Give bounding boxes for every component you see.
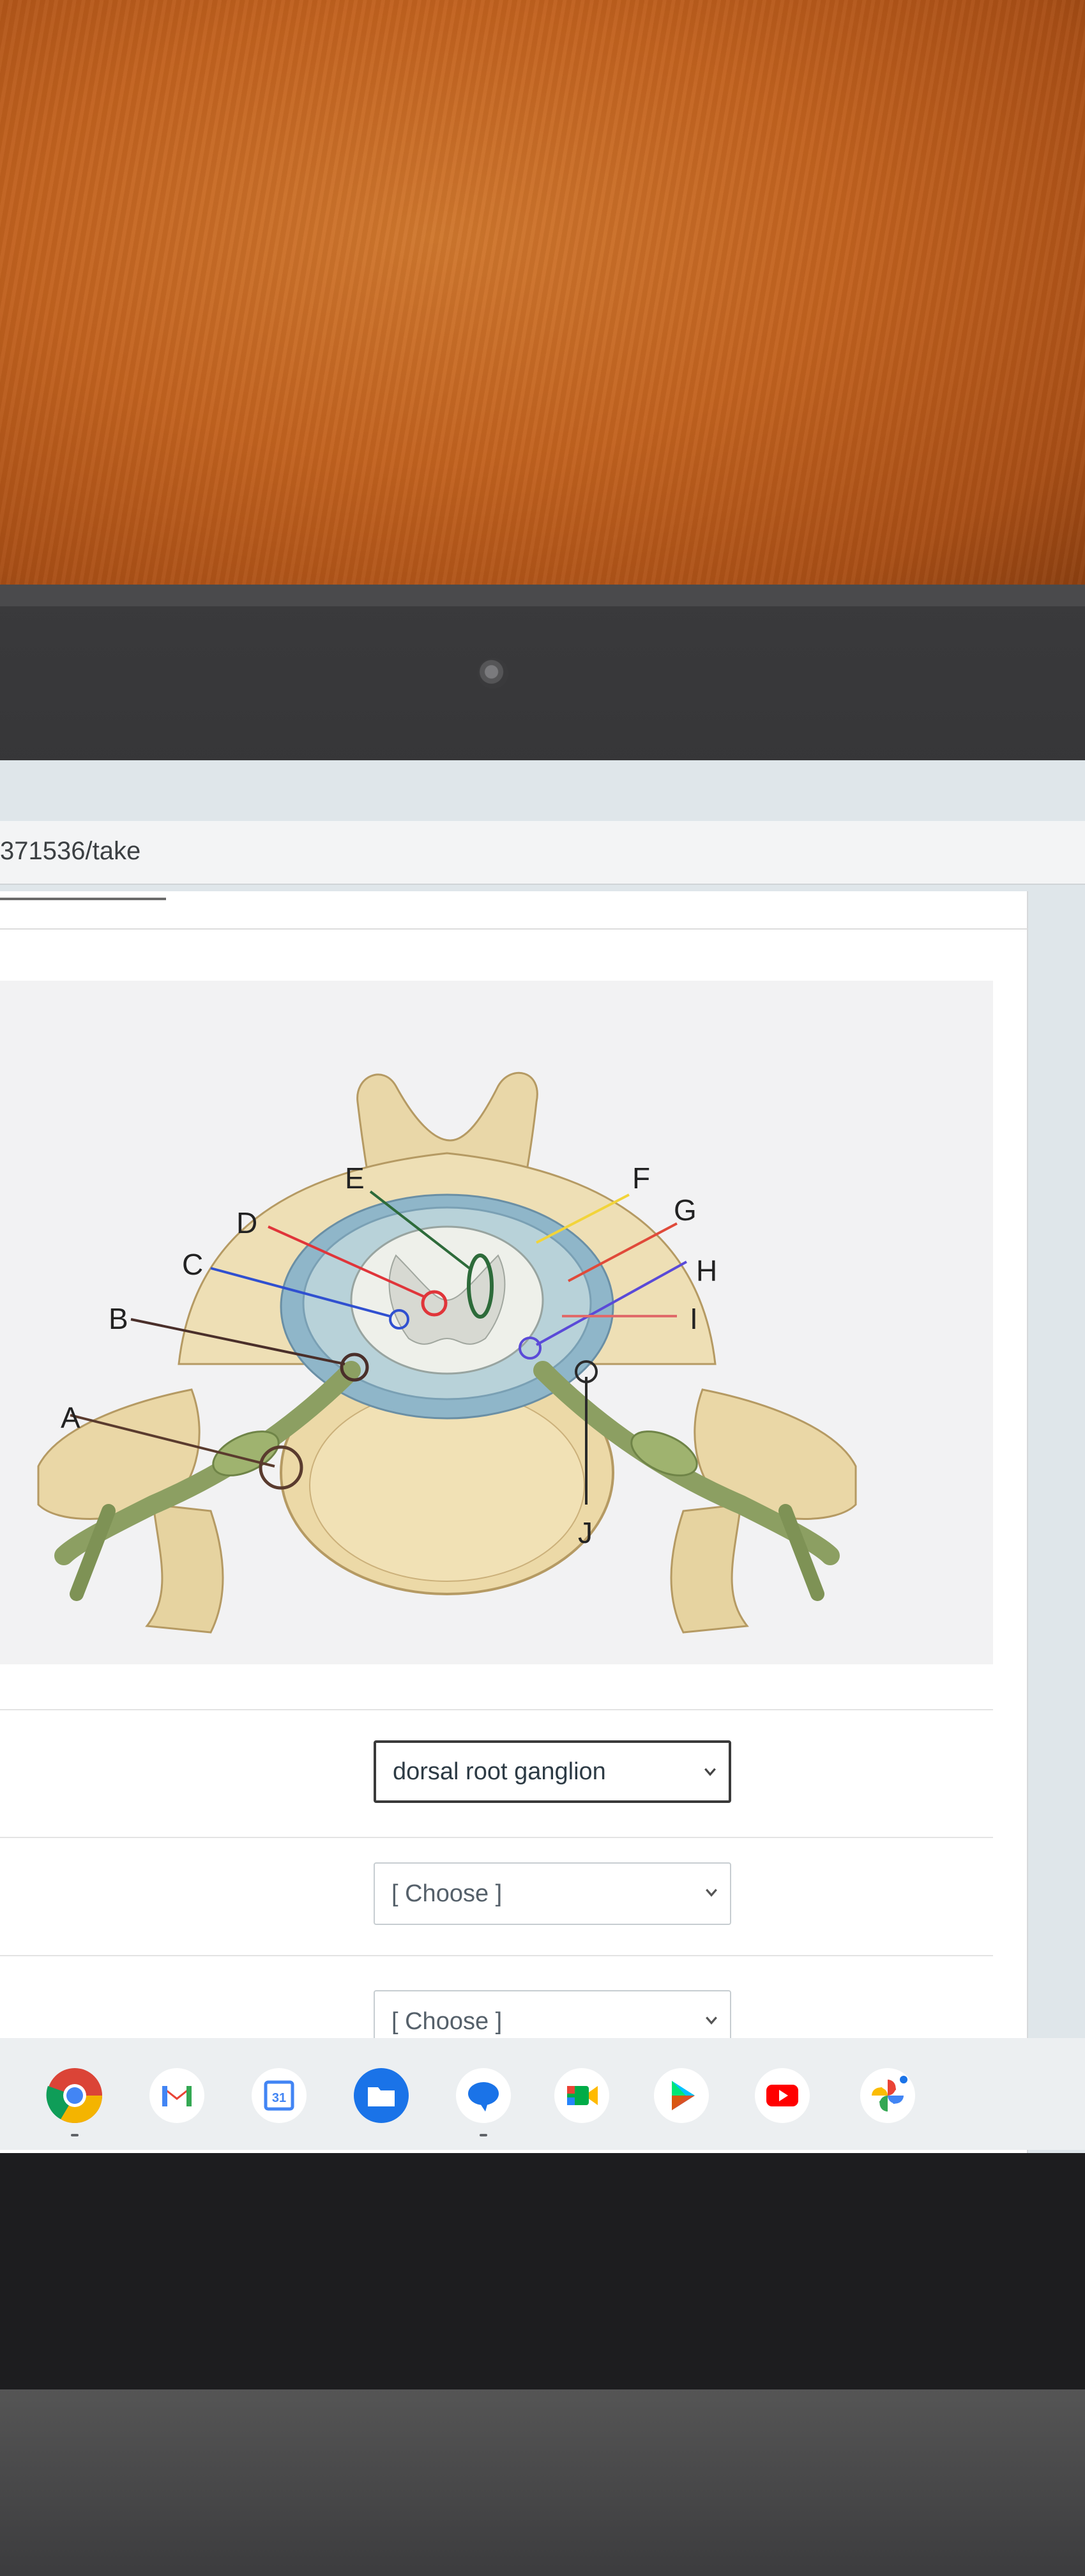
answer-select-2[interactable]: [ Choose ]	[374, 1862, 731, 1925]
chevron-down-icon	[706, 2016, 717, 2025]
calendar-day: 31	[272, 2091, 286, 2105]
laptop-lid-edge	[0, 585, 1085, 606]
answer-select-2-value: [ Choose ]	[391, 1880, 503, 1907]
label-F: F	[632, 1162, 650, 1195]
label-I: I	[690, 1302, 698, 1335]
running-indicator	[71, 2134, 79, 2136]
address-bar[interactable]	[0, 821, 1085, 885]
calendar-icon[interactable]: 31	[250, 2067, 308, 2124]
messages-icon[interactable]	[455, 2067, 512, 2124]
quiz-page: A B C D E F G H I J dorsal root ganglion	[0, 891, 1028, 2153]
label-B: B	[109, 1302, 128, 1335]
header-divider	[0, 898, 166, 900]
meet-icon[interactable]	[553, 2067, 611, 2124]
running-indicator	[480, 2134, 487, 2136]
spinal-cord-cross-section: A B C D E F G H I J	[37, 1071, 857, 1634]
laptop-screen: 371536/take	[0, 760, 1085, 2153]
laptop-bottom-bezel	[0, 2153, 1085, 2396]
label-J: J	[578, 1516, 593, 1549]
chevron-down-icon	[704, 1768, 716, 1776]
row-divider	[0, 1955, 993, 1956]
desk-background	[0, 0, 1085, 594]
label-G: G	[674, 1193, 697, 1227]
answer-select-1[interactable]: dorsal root ganglion	[374, 1740, 731, 1803]
label-H: H	[696, 1254, 717, 1287]
chevron-down-icon	[706, 1889, 717, 1897]
label-C: C	[182, 1248, 203, 1281]
play-store-icon[interactable]	[653, 2067, 710, 2124]
row-divider	[0, 1837, 993, 1838]
header-rule	[0, 928, 1028, 930]
laptop-frame	[0, 2389, 1085, 2576]
chrome-icon[interactable]	[46, 2067, 103, 2124]
url-text[interactable]: 371536/take	[0, 837, 141, 865]
os-shelf: 31	[0, 2038, 1085, 2150]
photos-icon[interactable]	[859, 2067, 916, 2124]
youtube-icon[interactable]	[754, 2067, 811, 2124]
answer-select-3-value: [ Choose ]	[391, 2007, 503, 2035]
label-D: D	[236, 1206, 257, 1239]
row-divider	[0, 1709, 993, 1710]
spinal-cord-figure: A B C D E F G H I J	[0, 981, 993, 1664]
label-E: E	[345, 1162, 365, 1195]
label-A: A	[61, 1401, 80, 1434]
gmail-icon[interactable]	[148, 2067, 206, 2124]
webcam	[478, 658, 508, 689]
files-icon[interactable]	[353, 2067, 410, 2124]
answer-select-1-value: dorsal root ganglion	[393, 1758, 606, 1785]
